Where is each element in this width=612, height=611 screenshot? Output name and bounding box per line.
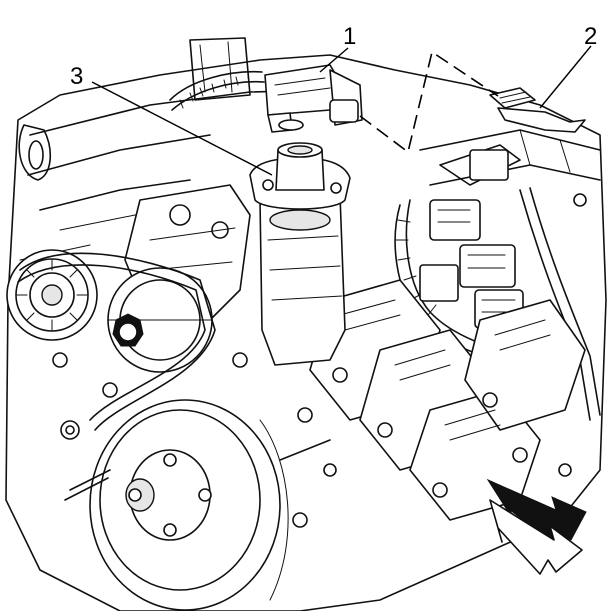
sensor-bore-housing <box>259 194 346 366</box>
ignition-coils <box>309 279 586 521</box>
harness-connectors <box>419 149 524 329</box>
harness-clip <box>489 87 586 133</box>
water-pump-pulley <box>89 399 289 611</box>
tensioner-pulley <box>107 267 213 373</box>
sensor-assembly <box>264 64 363 133</box>
leader-lines <box>91 45 592 176</box>
callout-labels: 1 2 3 <box>70 23 597 90</box>
callout-3: 3 <box>70 63 83 90</box>
callout-1: 1 <box>343 23 356 50</box>
drive-belt <box>17 252 216 431</box>
callout-2: 2 <box>584 23 597 50</box>
sensor-mount-flange <box>249 142 351 210</box>
forward-arrow-icon <box>486 478 587 575</box>
idler-pulley <box>6 249 98 341</box>
bolts <box>52 193 587 528</box>
